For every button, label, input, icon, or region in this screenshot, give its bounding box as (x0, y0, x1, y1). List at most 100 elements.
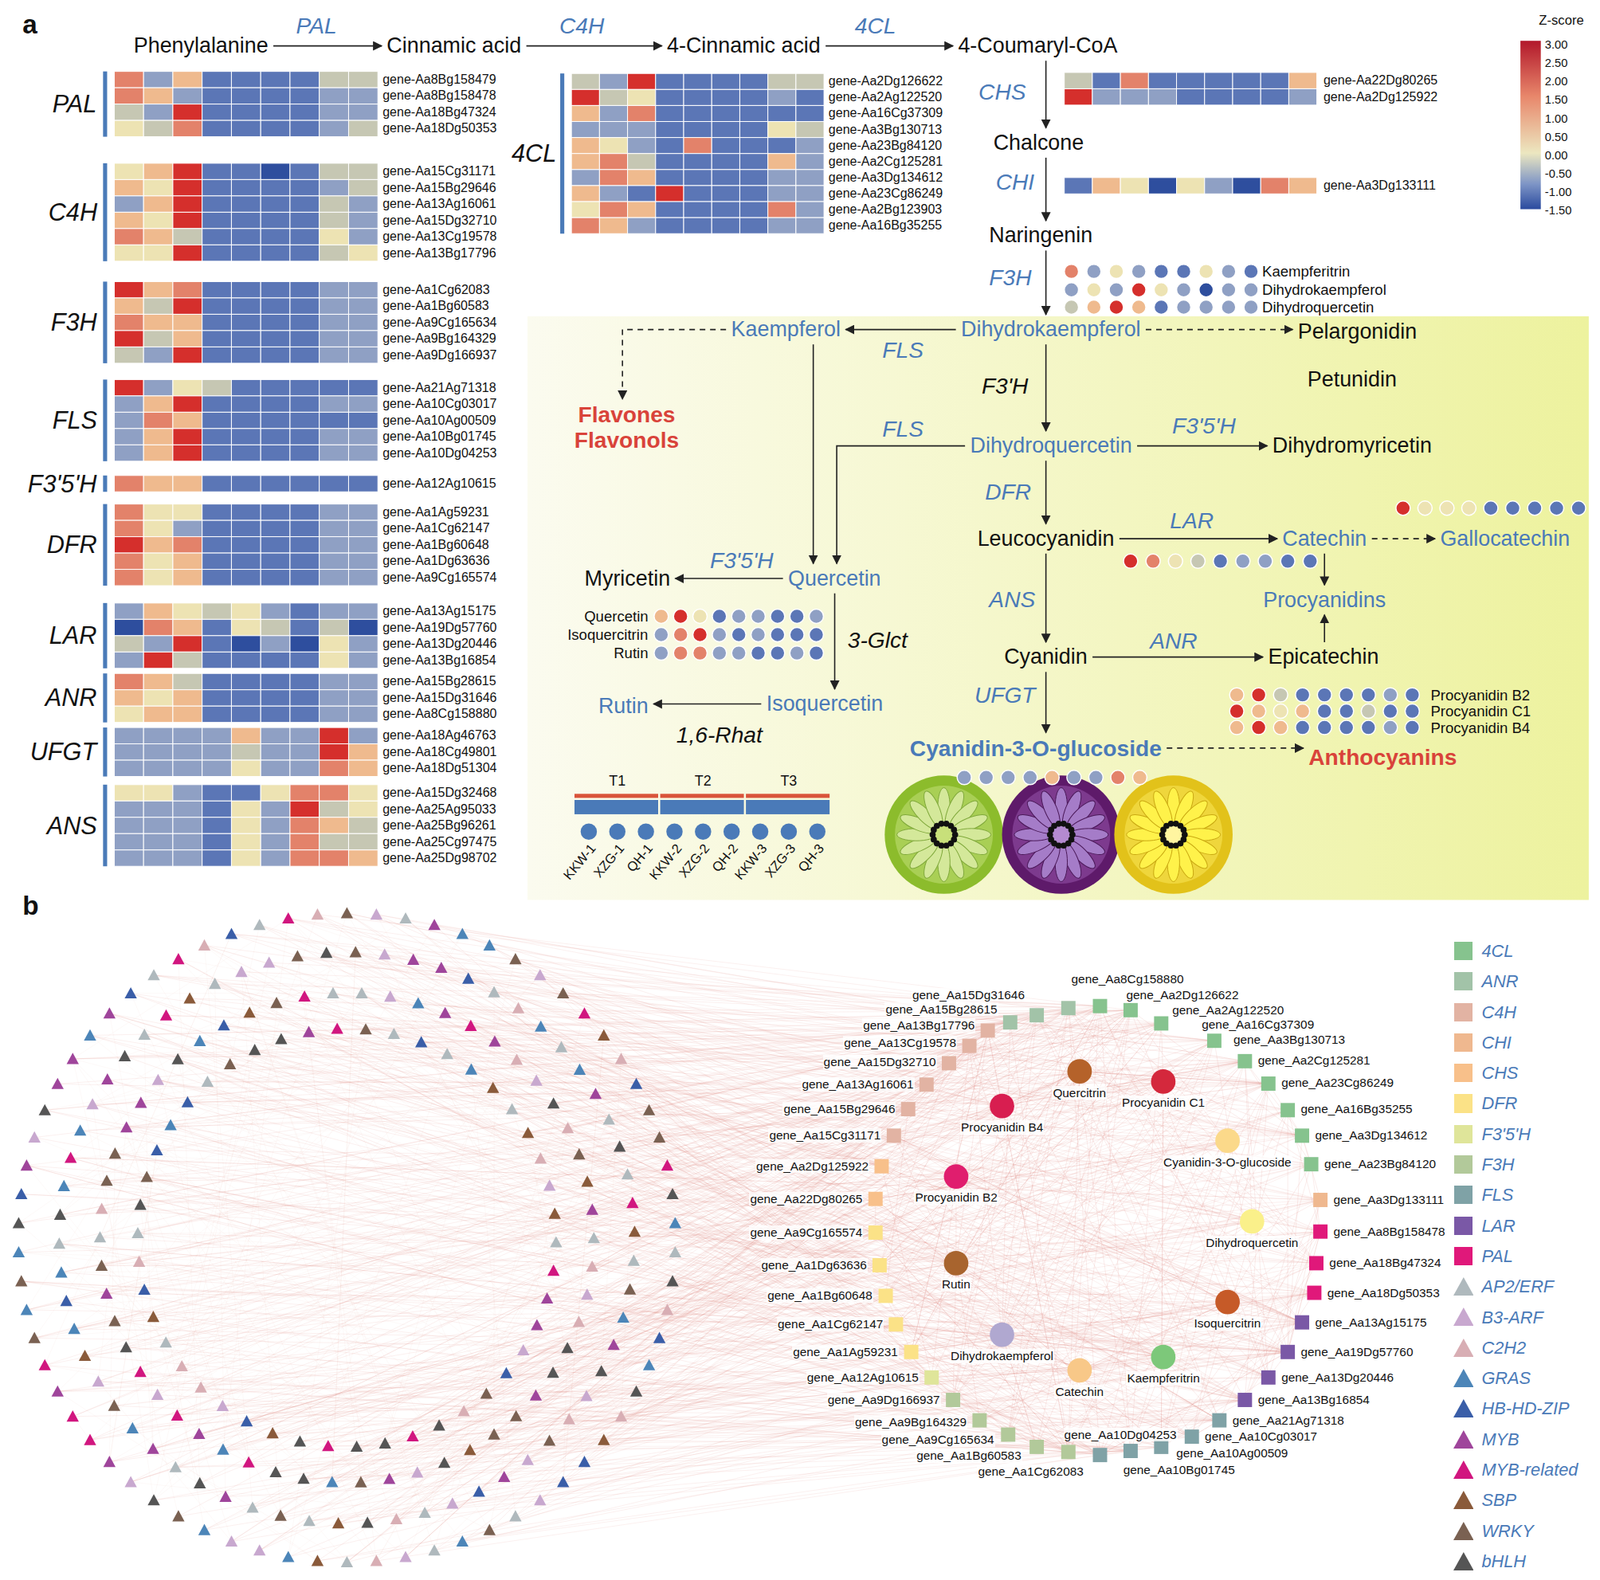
circle-shape (1180, 827, 1188, 834)
network-edge (107, 1079, 224, 1407)
network-edge (175, 913, 347, 1467)
heatmap-cell (571, 105, 600, 122)
heatmap-cell (768, 169, 797, 186)
heatmap (113, 71, 378, 138)
heatmap-cell (172, 428, 203, 445)
network-edge (44, 933, 232, 1365)
heatmap-cell (202, 833, 232, 850)
abundance-dot (1221, 300, 1236, 315)
heatmap-cell (571, 89, 600, 106)
network-edge (1036, 1015, 1245, 1400)
heatmap-cell (319, 211, 350, 228)
group-bar (660, 800, 745, 815)
heatmap-cell (290, 179, 320, 196)
heatmap-cell (202, 330, 232, 347)
network-edge (275, 1425, 440, 1473)
network-edge (126, 975, 541, 1128)
heatmap-cell (290, 228, 320, 245)
abundance-dot (1086, 282, 1102, 298)
abundance-dot (1176, 300, 1192, 315)
network-edge (223, 956, 298, 1026)
heatmap-cell (348, 552, 378, 569)
heatmap-cell (1176, 88, 1205, 105)
group-bar (745, 793, 830, 798)
network-edge (200, 1262, 957, 1388)
network-edge (177, 1058, 188, 1102)
abundance-dot (1317, 687, 1332, 702)
heatmap-cell (290, 104, 320, 121)
heatmap-cell (655, 105, 684, 122)
network-edge (1068, 1007, 1288, 1353)
group-bar (102, 163, 107, 262)
network-edge (156, 1150, 471, 1451)
abundance-dot (1153, 282, 1169, 298)
abundance-dot (1199, 282, 1214, 298)
heatmap-cell (172, 379, 203, 396)
heatmap-cell (143, 673, 173, 690)
network-edge (926, 1084, 1288, 1353)
network-edge (956, 1023, 1161, 1263)
network-edge (200, 1260, 634, 1388)
heatmap-cell (319, 346, 350, 363)
heatmap-cell (231, 281, 261, 298)
heatmap-cell (348, 727, 378, 744)
network-edge (72, 918, 289, 1059)
abundance-dot (1383, 720, 1398, 735)
heatmap-cell (348, 396, 378, 412)
tf-triangle (615, 1410, 628, 1422)
network-edge (223, 1010, 1131, 1450)
network-edge (512, 1109, 602, 1372)
heatmap-cell (711, 185, 740, 202)
network-edge (549, 1185, 1317, 1263)
heatmap-cell (231, 428, 261, 445)
heatmap-cell (231, 850, 261, 867)
heatmap-cell (113, 651, 144, 668)
abundance-dot (1404, 720, 1420, 735)
abundance-dot (789, 609, 804, 624)
abundance-dot (1404, 704, 1420, 719)
heatmap-cell (172, 444, 203, 461)
heatmap-cell (1176, 177, 1205, 194)
heatmap-cell (711, 137, 740, 154)
abundance-dot (1302, 553, 1318, 569)
abundance-dot (731, 609, 746, 624)
abundance-dot (1527, 501, 1542, 516)
heatmap-cell (1092, 177, 1121, 194)
flower-illustration (1002, 775, 1122, 895)
circle-shape (1162, 823, 1185, 846)
heatmap-cell (260, 313, 291, 330)
network-edge (146, 1176, 896, 1325)
heatmap-cell (1204, 88, 1233, 105)
heatmap-cell (231, 635, 261, 652)
network-edge (200, 1387, 490, 1530)
heatmap-cell (1204, 72, 1233, 89)
network-edge (412, 1395, 537, 1436)
heatmap-cell (113, 379, 144, 396)
heatmap-cell (319, 651, 350, 668)
abundance-dot (1153, 300, 1169, 315)
heatmap-cell (113, 281, 144, 298)
abundance-dot (1088, 770, 1103, 785)
heatmap-cell (319, 163, 350, 180)
network-edge (384, 954, 568, 1349)
heatmap-cell (319, 379, 350, 396)
heatmap-cell (290, 619, 320, 636)
heatmap-cell (113, 104, 144, 121)
network-edge (141, 918, 406, 1103)
network-edge (21, 1281, 524, 1351)
heatmap-cell (113, 71, 144, 88)
heatmap-cell (260, 244, 291, 261)
heatmap-cell (627, 217, 656, 234)
network-edge (153, 975, 1164, 1083)
heatmap-cell (290, 744, 320, 761)
network-edge (34, 1294, 588, 1338)
heatmap-cell (113, 520, 144, 537)
network-edge (384, 1059, 517, 1444)
heatmap-cell (172, 673, 203, 690)
heatmap-cell (260, 603, 291, 620)
heatmap-cell (260, 537, 291, 553)
heatmap-cell (113, 196, 144, 212)
heatmap-cell (319, 784, 350, 801)
group-bar (102, 673, 107, 722)
heatmap-cell (627, 137, 656, 154)
